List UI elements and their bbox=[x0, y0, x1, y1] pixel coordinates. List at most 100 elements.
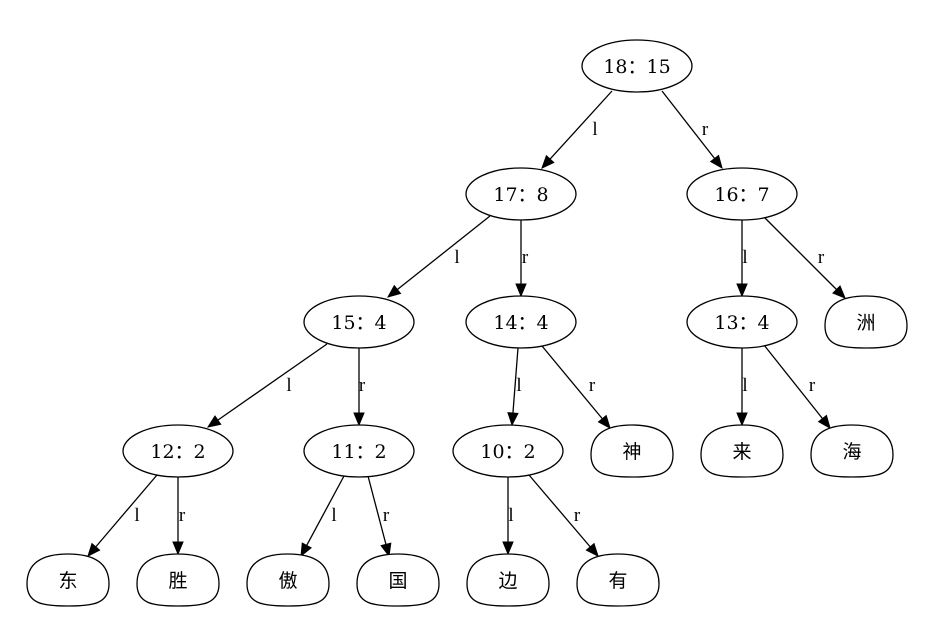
node-egg-shape bbox=[26, 553, 110, 607]
arrowhead-icon bbox=[585, 542, 599, 557]
node-ellipse bbox=[465, 167, 577, 221]
edge-n13-hai: r bbox=[763, 344, 831, 430]
edge-label: l bbox=[454, 247, 459, 268]
node-label: 边 bbox=[498, 570, 517, 592]
edge-line bbox=[396, 215, 491, 291]
arrowhead-icon bbox=[817, 414, 831, 430]
edge-n18-n17: l bbox=[541, 90, 613, 169]
node-ellipse bbox=[303, 295, 415, 349]
edge-label: l bbox=[592, 119, 597, 140]
edge-n10-you: r bbox=[528, 474, 599, 557]
node-label: 胜 bbox=[168, 570, 187, 592]
node-ellipse bbox=[686, 167, 798, 221]
node-label: 洲 bbox=[856, 312, 875, 334]
arrowhead-icon bbox=[353, 412, 365, 427]
edge-n17-n15: l bbox=[386, 215, 491, 298]
internal-node-n16: 16：7 bbox=[686, 167, 798, 221]
edge-label: l bbox=[516, 375, 521, 396]
node-egg-shape bbox=[576, 553, 660, 607]
edge-label: l bbox=[508, 505, 513, 526]
edge-n10-bian: l bbox=[502, 477, 514, 556]
node-label: 有 bbox=[608, 570, 627, 592]
leaf-node-dong: 东 bbox=[26, 553, 110, 607]
edge-label: r bbox=[359, 375, 366, 396]
node-label: 17：8 bbox=[493, 184, 548, 206]
node-egg-shape bbox=[136, 553, 220, 607]
edge-n14-shen: r bbox=[541, 345, 611, 430]
edge-n16-n13: l bbox=[736, 220, 748, 298]
internal-node-n13: 13：4 bbox=[686, 295, 798, 349]
edge-label: l bbox=[331, 505, 336, 526]
leaf-node-guo: 国 bbox=[356, 553, 440, 607]
arrowhead-icon bbox=[832, 285, 846, 299]
arrowhead-icon bbox=[206, 415, 222, 428]
leaf-node-you: 有 bbox=[576, 553, 660, 607]
edge-label: r bbox=[589, 375, 596, 396]
arrowhead-icon bbox=[541, 154, 555, 169]
internal-node-n18: 18：15 bbox=[581, 39, 693, 93]
internal-node-n12: 12：2 bbox=[122, 424, 234, 478]
node-ellipse bbox=[452, 424, 564, 478]
edge-n15-n12: l bbox=[206, 343, 328, 428]
edge-line bbox=[549, 90, 613, 160]
arrowhead-icon bbox=[515, 283, 527, 298]
leaf-node-bian: 边 bbox=[466, 553, 550, 607]
leaf-node-ao: 傲 bbox=[246, 553, 330, 607]
edge-line bbox=[512, 347, 519, 414]
node-label: 12：2 bbox=[150, 441, 205, 463]
internal-node-n11: 11：2 bbox=[303, 424, 415, 478]
edge-line bbox=[661, 90, 716, 159]
node-label: 15：4 bbox=[331, 312, 386, 334]
edge-label: r bbox=[574, 505, 581, 526]
node-label: 16：7 bbox=[714, 184, 769, 206]
edge-line bbox=[764, 217, 837, 290]
edge-label: r bbox=[702, 119, 709, 140]
edge-n11-ao: l bbox=[300, 475, 345, 558]
edge-n12-dong: l bbox=[87, 474, 158, 557]
arrowhead-icon bbox=[386, 284, 402, 298]
edge-line bbox=[306, 475, 345, 546]
internal-node-n17: 17：8 bbox=[465, 167, 577, 221]
node-egg-shape bbox=[356, 553, 440, 607]
node-ellipse bbox=[465, 295, 577, 349]
edge-n18-n16: r bbox=[661, 90, 723, 170]
node-label: 18：15 bbox=[603, 56, 670, 78]
edge-line bbox=[763, 344, 824, 420]
edge-n16-zhou: r bbox=[764, 217, 846, 299]
edge-label: r bbox=[809, 375, 816, 396]
node-label: 11：2 bbox=[331, 441, 386, 463]
node-egg-shape bbox=[466, 553, 550, 607]
edge-line bbox=[217, 343, 328, 421]
arrowhead-icon bbox=[380, 542, 392, 558]
edge-label: r bbox=[522, 247, 529, 268]
edge-line bbox=[367, 475, 387, 545]
node-label: 傲 bbox=[278, 570, 297, 592]
node-egg-shape bbox=[590, 424, 674, 478]
node-label: 海 bbox=[842, 441, 861, 463]
edge-label: l bbox=[742, 375, 747, 396]
leaf-node-lai: 来 bbox=[700, 424, 784, 478]
arrowhead-icon bbox=[502, 541, 514, 556]
node-label: 国 bbox=[388, 570, 407, 592]
edge-n14-n10: l bbox=[507, 347, 522, 427]
node-label: 14：4 bbox=[493, 312, 548, 334]
node-label: 13：4 bbox=[714, 312, 769, 334]
edge-line bbox=[541, 345, 603, 420]
leaf-node-sheng: 胜 bbox=[136, 553, 220, 607]
leaf-node-shen: 神 bbox=[590, 424, 674, 478]
arrowhead-icon bbox=[736, 283, 748, 298]
edge-n15-n11: r bbox=[353, 348, 366, 427]
node-egg-shape bbox=[700, 424, 784, 478]
internal-node-n10: 10：2 bbox=[452, 424, 564, 478]
node-label: 来 bbox=[732, 441, 751, 463]
edge-n12-sheng: r bbox=[172, 477, 186, 556]
node-ellipse bbox=[122, 424, 234, 478]
edge-label: r bbox=[818, 247, 825, 268]
edge-label: r bbox=[179, 505, 186, 526]
edge-n17-n14: r bbox=[515, 220, 529, 298]
node-label: 东 bbox=[58, 570, 77, 592]
arrowhead-icon bbox=[300, 542, 312, 558]
node-egg-shape bbox=[824, 295, 908, 349]
